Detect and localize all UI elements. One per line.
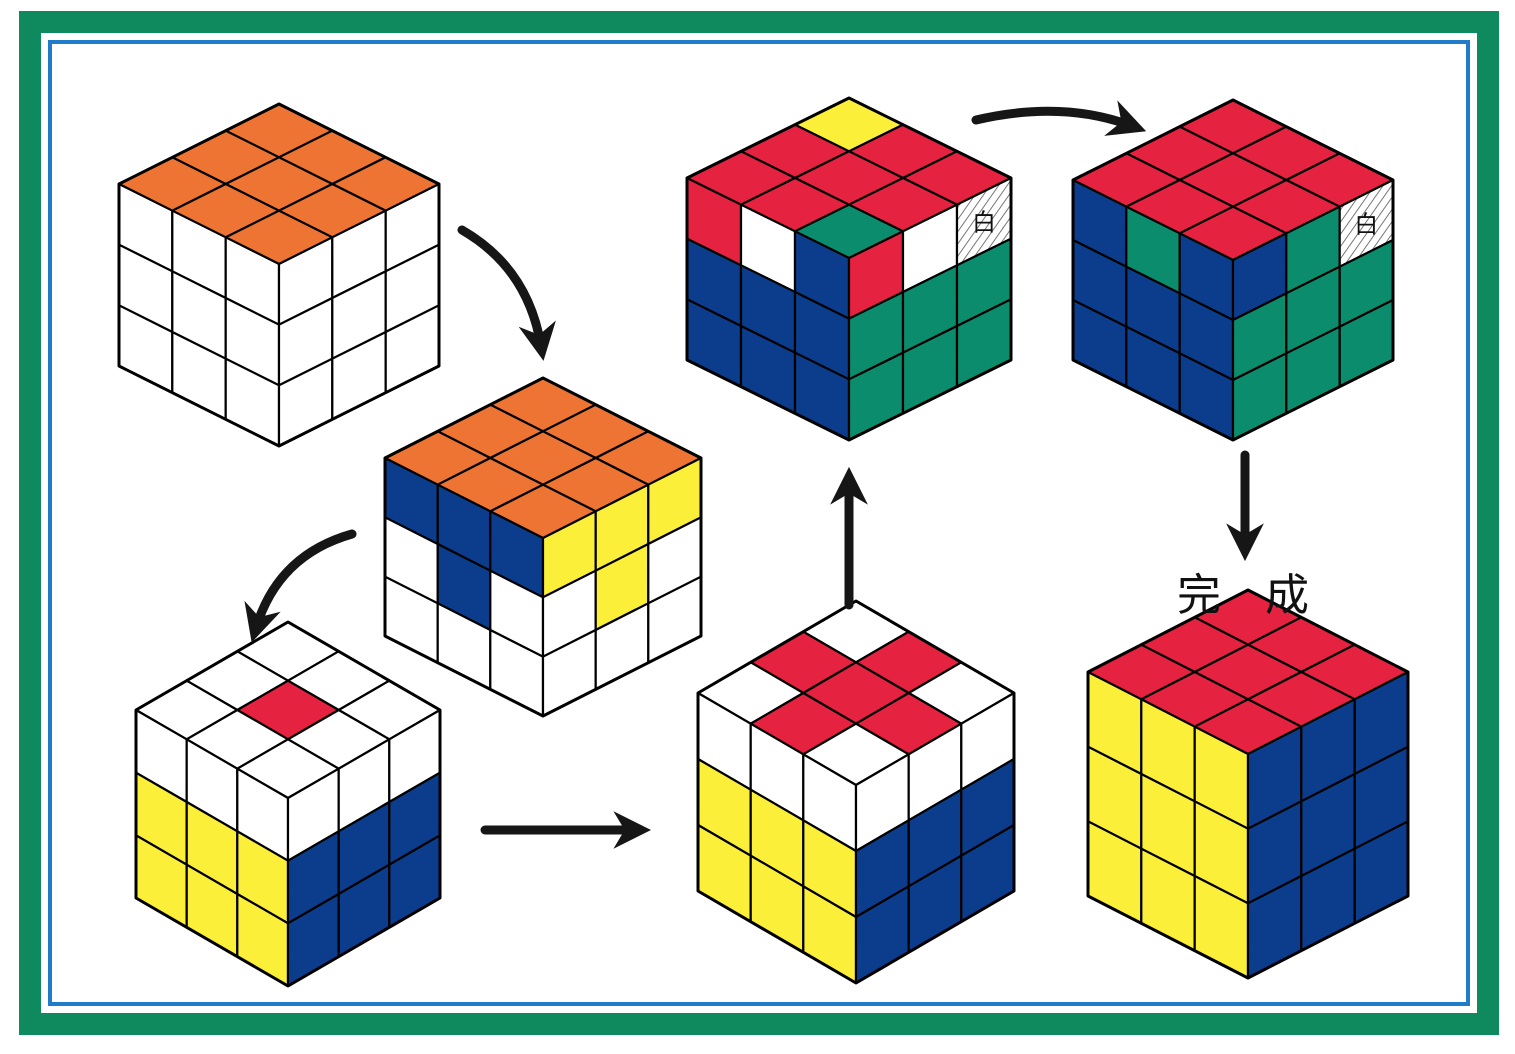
complete-label: 完 成 — [1177, 570, 1309, 621]
cube-step-4 — [698, 601, 1014, 983]
cubes-layer: 白白 — [119, 98, 1408, 986]
cube-step-complete — [1088, 590, 1408, 978]
cube-step-3 — [136, 622, 440, 986]
arrow-1-to-2 — [462, 230, 541, 346]
cube-step-5: 白 — [687, 98, 1011, 440]
arrow-5-to-6 — [976, 111, 1132, 126]
cube-step-6: 白 — [1073, 100, 1393, 440]
white-marker-label: 白 — [1354, 210, 1378, 238]
white-marker-label: 白 — [972, 209, 996, 237]
arrow-2-to-3 — [256, 534, 352, 628]
cube-step-2 — [385, 378, 701, 716]
cube-step-1 — [119, 104, 439, 446]
